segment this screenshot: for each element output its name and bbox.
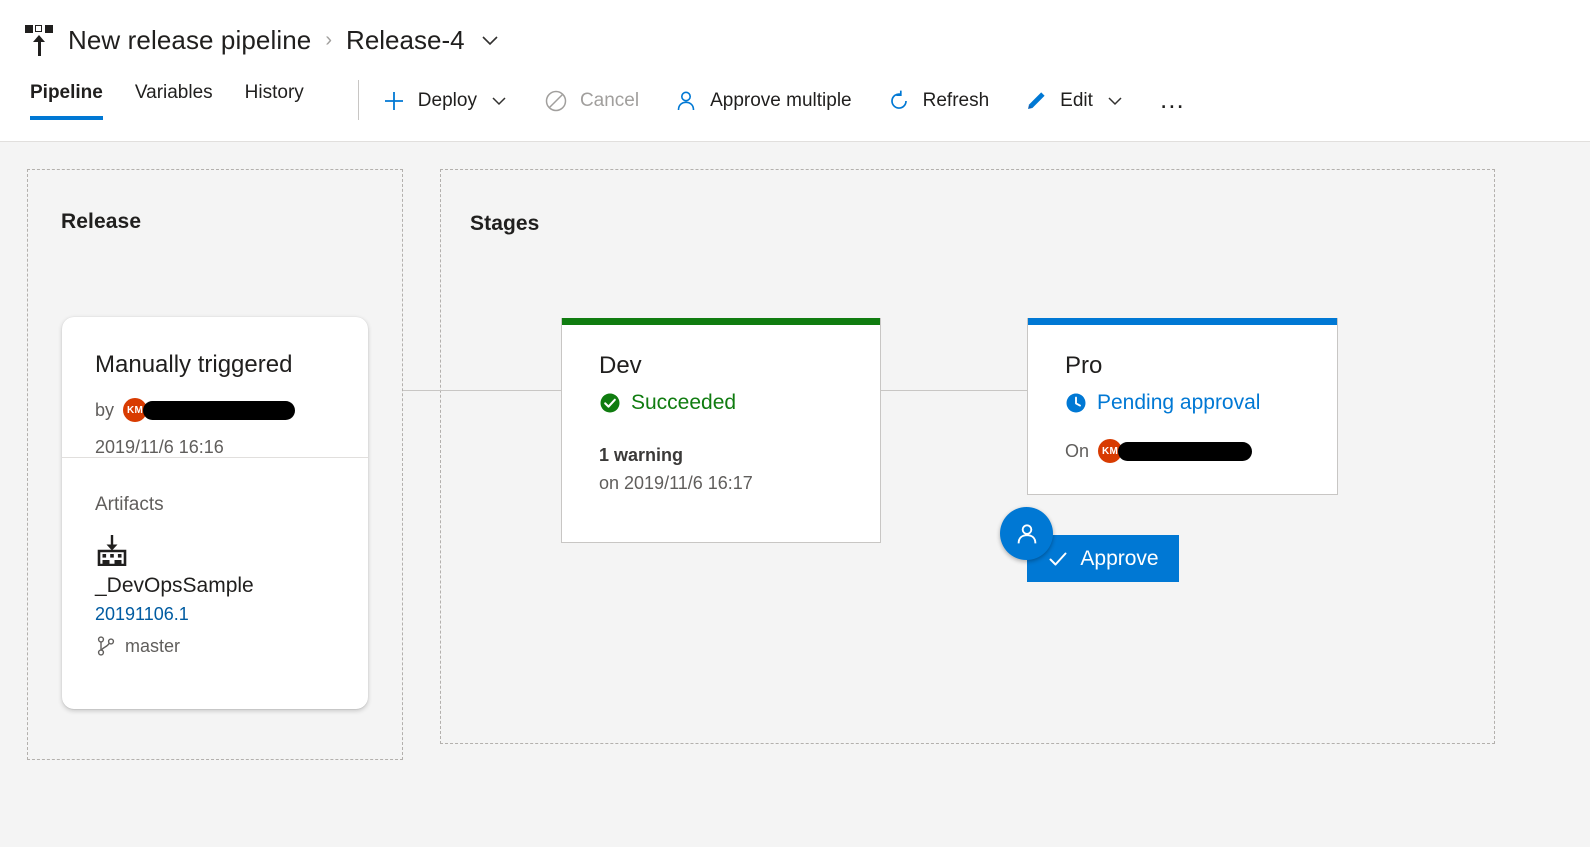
stage-approver-row-pro: On KM	[1065, 439, 1337, 463]
breadcrumb-root-link[interactable]: New release pipeline	[68, 24, 312, 55]
breadcrumb: New release pipeline › Release-4	[24, 16, 501, 64]
cancel-icon	[543, 88, 569, 114]
toolbar-divider	[357, 80, 359, 120]
stage-card-pro[interactable]: Pro Pending approval On KM	[1027, 318, 1338, 495]
more-actions-icon[interactable]: …	[1158, 84, 1187, 114]
redacted-author-name	[143, 400, 296, 420]
chevron-down-icon[interactable]	[489, 91, 509, 111]
stage-warning-count-dev[interactable]: 1 warning	[599, 445, 684, 465]
cancel-button: Cancel	[543, 88, 639, 114]
stages-region-title: Stages	[470, 212, 540, 235]
artifact-build-link[interactable]: 20191106.1	[95, 604, 189, 624]
redacted-approver-name	[1118, 441, 1253, 461]
tab-history[interactable]: History	[244, 82, 304, 103]
approve-multiple-button[interactable]: Approve multiple	[673, 88, 852, 114]
chevron-down-icon[interactable]	[1105, 91, 1125, 111]
pencil-icon	[1023, 88, 1049, 114]
command-bar: Pipeline Variables History Deploy	[0, 78, 1590, 140]
deploy-label: Deploy	[417, 90, 477, 111]
breadcrumb-separator-icon: ›	[325, 28, 333, 51]
release-region-title: Release	[61, 210, 142, 233]
by-label: by	[95, 399, 115, 420]
release-card[interactable]: Manually triggered by KM 2019/11/6 16:16…	[62, 317, 368, 709]
stage-body-pro: Pro Pending approval On KM	[1028, 325, 1337, 463]
success-check-icon	[599, 392, 621, 414]
refresh-button[interactable]: Refresh	[886, 88, 990, 114]
artifacts-label: Artifacts	[95, 494, 164, 515]
check-icon	[1047, 548, 1069, 570]
refresh-label: Refresh	[922, 90, 990, 111]
approve-multiple-label: Approve multiple	[710, 90, 852, 111]
stage-status-pro[interactable]: Pending approval	[1097, 391, 1261, 414]
deploy-button[interactable]: Deploy	[381, 88, 509, 114]
on-label: On	[1065, 440, 1090, 461]
page-header: New release pipeline › Release-4 Pipelin…	[0, 0, 1590, 142]
approve-button-label: Approve	[1080, 546, 1159, 570]
stage-status-dev: Succeeded	[631, 391, 737, 414]
edit-button[interactable]: Edit	[1023, 88, 1125, 114]
stage-status-row-pro: Pending approval	[1065, 391, 1337, 415]
tab-variables[interactable]: Variables	[134, 82, 213, 103]
branch-icon	[95, 635, 117, 657]
approve-button[interactable]: Approve	[1027, 535, 1179, 582]
stages-region	[440, 169, 1495, 744]
stage-body-dev: Dev Succeeded 1 warning on 2019/11/6 16:…	[562, 325, 880, 494]
stage-status-row-dev: Succeeded	[599, 391, 880, 415]
stage-card-dev[interactable]: Dev Succeeded 1 warning on 2019/11/6 16:…	[561, 318, 881, 543]
tab-list: Pipeline Variables History	[30, 78, 336, 140]
release-region	[27, 169, 403, 760]
release-trigger-title: Manually triggered	[95, 351, 293, 378]
release-author-row: by KM	[95, 396, 368, 424]
refresh-icon	[886, 88, 912, 114]
release-date: 2019/11/6 16:16	[95, 437, 224, 457]
person-approval-icon[interactable]	[1000, 507, 1053, 560]
stage-warning-date-dev: on 2019/11/6 16:17	[599, 473, 753, 493]
connector-dev-to-pro	[881, 390, 1043, 391]
stage-status-bar-dev	[562, 318, 880, 325]
release-pipeline-icon	[24, 23, 54, 57]
artifacts-section: Artifacts _DevOpsSample 20191106.1	[62, 458, 254, 657]
pipeline-canvas: Release Stages Manually triggered by KM …	[0, 142, 1590, 847]
branch-row: master	[95, 635, 254, 657]
edit-label: Edit	[1060, 90, 1093, 111]
tab-pipeline[interactable]: Pipeline	[30, 78, 103, 128]
card-divider	[62, 457, 368, 458]
person-icon	[673, 88, 699, 114]
stage-name-pro: Pro	[1065, 352, 1103, 379]
artifact-name: _DevOpsSample	[95, 574, 254, 597]
toolbar-actions: Deploy Cancel	[381, 76, 1187, 126]
breadcrumb-current: Release-4	[346, 24, 465, 55]
build-artifact-icon	[95, 534, 129, 567]
stage-status-bar-pro	[1028, 318, 1337, 325]
clock-pending-icon	[1065, 392, 1087, 414]
plus-icon	[381, 88, 407, 114]
chevron-down-icon[interactable]	[479, 29, 501, 51]
cancel-label: Cancel	[579, 90, 640, 111]
stage-name-dev: Dev	[599, 352, 642, 379]
release-card-header: Manually triggered by KM 2019/11/6 16:16	[62, 317, 368, 458]
branch-name: master	[125, 635, 181, 656]
connector-release-to-dev	[403, 390, 561, 391]
